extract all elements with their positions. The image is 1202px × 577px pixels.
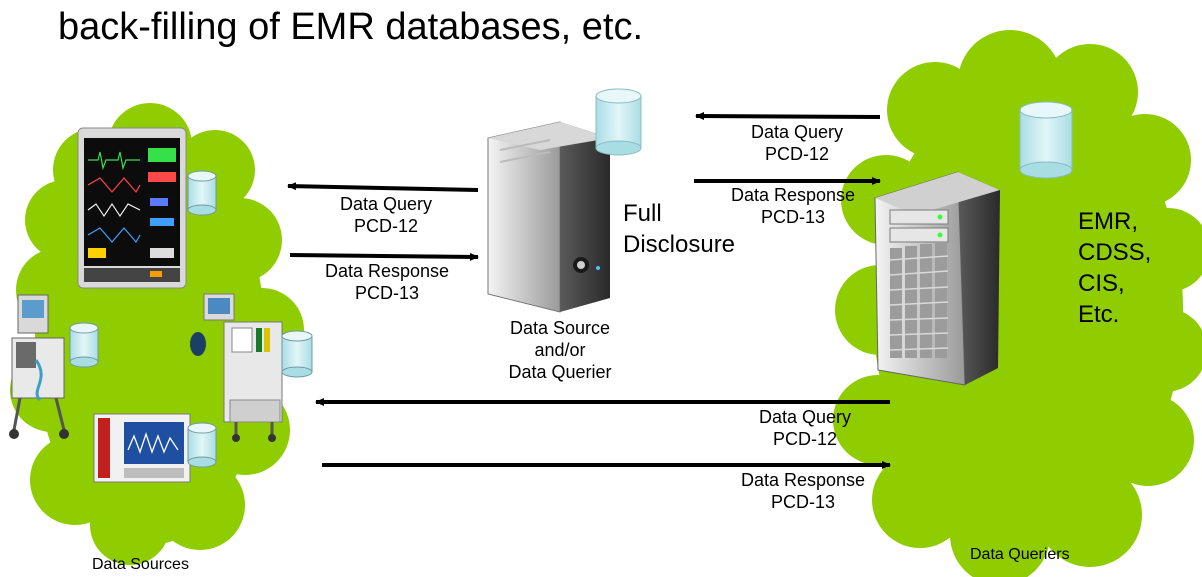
patient-monitor-icon <box>77 127 187 289</box>
center-node-caption-line3: Data Querier <box>508 362 612 382</box>
data-sources-cloud <box>10 103 304 565</box>
left-response-label: Data Response PCD-13 <box>310 260 464 304</box>
right-query-arrow <box>695 112 881 121</box>
ventilator-cart-icon <box>9 294 69 439</box>
querier-system-cdss: CDSS, <box>1078 239 1152 266</box>
right-response-label-line1: Data Response <box>730 185 856 205</box>
bottom-response-label-line2: PCD-13 <box>770 492 836 512</box>
slide-title: back-filling of EMR databases, etc. <box>58 6 644 48</box>
left-query-label: Data Query PCD-12 <box>322 193 450 237</box>
right-response-label-line2: PCD-13 <box>760 207 826 227</box>
right-query-label: Data Query PCD-12 <box>730 121 864 165</box>
center-node-caption-line1: Data Source <box>509 318 611 338</box>
left-query-label-line1: Data Query <box>339 194 433 214</box>
full-disclosure-label: Full Disclosure <box>623 198 735 260</box>
bottom-query-label-line1: Data Query <box>758 407 852 427</box>
left-query-arrow <box>287 182 479 192</box>
querier-system-emr: EMR, <box>1078 208 1138 235</box>
bottom-response-label: Data Response PCD-13 <box>726 469 880 513</box>
bedside-device-icon <box>93 413 191 483</box>
left-query-label-line2: PCD-12 <box>353 216 419 236</box>
left-response-label-line1: Data Response <box>324 261 450 281</box>
data-sources-caption: Data Sources <box>92 556 189 573</box>
bottom-response-label-line1: Data Response <box>740 470 866 490</box>
center-node-caption: Data Source and/or Data Querier <box>488 317 632 383</box>
anesthesia-machine-icon <box>190 293 283 442</box>
anesthesia-database-icon <box>281 330 313 378</box>
bottom-query-label-line2: PCD-12 <box>772 429 838 449</box>
center-database-icon <box>595 88 642 156</box>
data-queriers-caption: Data Queriers <box>970 546 1070 563</box>
left-response-label-line2: PCD-13 <box>354 283 420 303</box>
monitor-database-icon <box>187 170 217 216</box>
right-response-label: Data Response PCD-13 <box>716 184 870 228</box>
center-node-caption-line2: and/or <box>534 340 586 360</box>
full-disclosure-line2: Disclosure <box>623 231 736 258</box>
right-query-label-line1: Data Query <box>750 122 844 142</box>
right-query-label-line2: PCD-12 <box>764 144 830 164</box>
querier-systems-list: EMR, CDSS, CIS, Etc. <box>1078 206 1151 330</box>
querier-database-icon <box>1019 101 1073 179</box>
center-server-icon <box>487 121 610 313</box>
bottom-query-label: Data Query PCD-12 <box>738 406 872 450</box>
left-response-arrow <box>289 252 479 261</box>
bedside-database-icon <box>187 422 217 468</box>
querier-system-cis: CIS, <box>1078 270 1125 297</box>
querier-server-icon <box>874 171 1000 386</box>
querier-system-etc: Etc. <box>1078 301 1120 328</box>
ventilator-database-icon <box>69 322 99 368</box>
full-disclosure-line1: Full <box>623 200 662 227</box>
